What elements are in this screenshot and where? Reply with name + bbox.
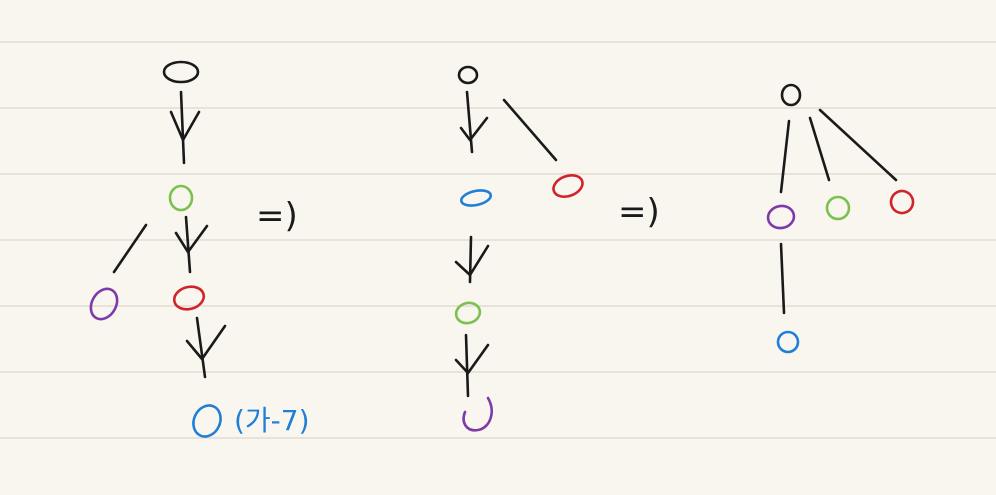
node-green <box>825 195 851 221</box>
node-green <box>168 184 194 212</box>
edge-tick <box>459 116 489 142</box>
node-root <box>162 60 200 84</box>
ruled-lines <box>0 41 996 439</box>
node-blue <box>459 189 493 207</box>
edge-tick <box>169 110 201 142</box>
edge-purple-blue <box>779 242 786 315</box>
transform-arrow-2: =) <box>618 192 660 232</box>
edge-green-red <box>184 215 192 274</box>
node-root <box>780 83 802 107</box>
edge-tick <box>454 343 490 375</box>
edge-red-blue <box>195 316 207 379</box>
node-purple <box>89 287 119 321</box>
node-red <box>172 285 206 311</box>
blue-node-annotation: (가-7) <box>234 404 310 437</box>
edge-root-red <box>502 98 558 162</box>
edge-root-red <box>818 108 898 182</box>
node-blue <box>192 404 222 438</box>
node-blue <box>776 330 800 354</box>
edge-green-purple <box>464 333 470 398</box>
tree-left: (가-7) <box>89 60 310 438</box>
tree-middle <box>454 65 584 432</box>
node-red <box>889 189 915 215</box>
node-purple <box>766 204 796 230</box>
node-purple <box>462 396 493 432</box>
node-green <box>454 301 482 325</box>
node-red <box>552 173 584 199</box>
edge-root-blue <box>465 90 474 154</box>
edge-root-green <box>179 90 186 165</box>
edge-green-purple <box>112 223 148 274</box>
edge-root-purple <box>779 119 791 194</box>
edge-tick <box>185 324 227 361</box>
transform-arrow-1: =) <box>256 196 298 236</box>
edge-tick <box>174 224 209 254</box>
tree-right <box>766 83 915 354</box>
edge-tick <box>454 244 490 277</box>
edge-root-green <box>808 116 831 182</box>
node-root <box>457 65 479 85</box>
